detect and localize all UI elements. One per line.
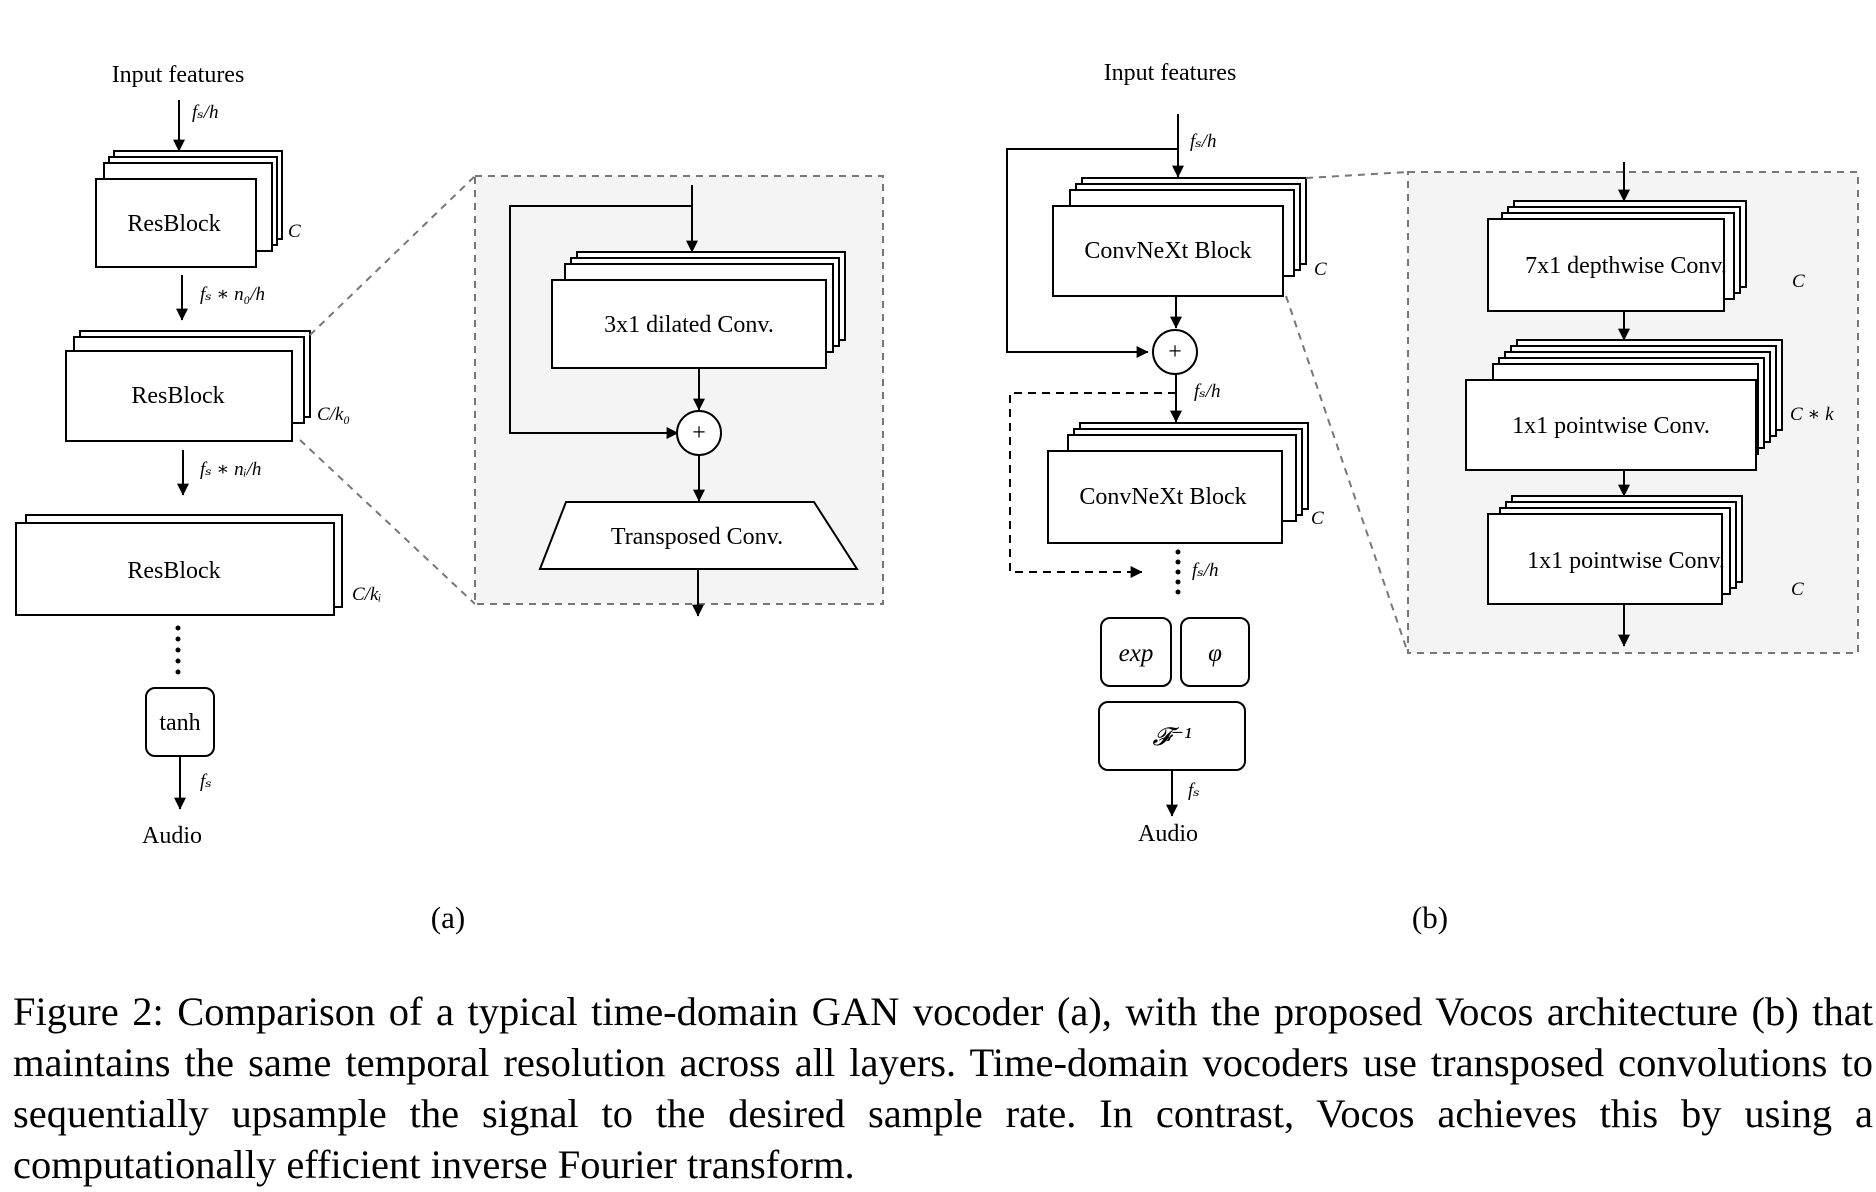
channel-label: C <box>1311 508 1324 529</box>
block-label: ResBlock <box>131 383 224 409</box>
panel-b-sublabel: (b) <box>1412 900 1448 935</box>
panel-a-input-label: Input features <box>112 62 245 88</box>
panel-b: Input features fₛ/h ConvNeXt Block C + f… <box>1006 60 1859 935</box>
sum-symbol: + <box>1168 339 1182 365</box>
figure-caption: Figure 2: Comparison of a typical time-d… <box>13 989 1873 1187</box>
panel-b-input-label: Input features <box>1104 60 1237 86</box>
channel-label: C ∗ k <box>1790 404 1834 425</box>
channel-label: C <box>1791 579 1804 600</box>
panel-a-sublabel: (a) <box>431 900 465 935</box>
repeat-loop <box>1009 392 1176 578</box>
dilated-conv-layer <box>551 279 827 369</box>
depthwise-conv-layer <box>1487 218 1725 312</box>
head-label: exp <box>1119 640 1154 667</box>
rate-label: fₛ <box>1188 780 1200 801</box>
rate-label: fₛ/h <box>1194 381 1220 402</box>
exp-head-box <box>1100 617 1172 687</box>
channel-label: C <box>288 221 301 242</box>
channel-label: C/kᵢ <box>352 584 381 605</box>
rate-label: fₛ <box>200 771 212 792</box>
transposed-conv-layer <box>538 501 859 570</box>
resblock-3: ResBlock <box>15 514 343 616</box>
phase-head-box <box>1180 617 1250 687</box>
convnext-detail: 7x1 depthwise Conv. C 1x1 pointwise Conv… <box>1407 162 1859 654</box>
block-label: ResBlock <box>127 558 220 584</box>
architecture-diagram: Input features fₛ/h ResBlock C fₛ ∗ n₀/h… <box>15 60 1859 935</box>
sum-symbol: + <box>692 420 706 446</box>
resblock-2: ResBlock <box>65 330 311 442</box>
panel-a-output-label: Audio <box>142 823 202 849</box>
pointwise-conv-layer-2 <box>1487 513 1723 605</box>
layer-label: Transposed Conv. <box>611 524 783 550</box>
rate-label: fₛ ∗ n₀/h <box>200 284 265 305</box>
layer-label: 1x1 pointwise Conv. <box>1512 413 1710 439</box>
residual-connection <box>1006 148 1178 358</box>
rate-label: fₛ/h <box>1192 560 1218 581</box>
residual-connection <box>509 205 692 439</box>
resblock-1: ResBlock <box>95 150 283 268</box>
layer-label: 7x1 depthwise Conv. <box>1525 253 1727 279</box>
pointwise-conv-layer-1 <box>1465 379 1757 471</box>
channel-label: C <box>1314 259 1327 280</box>
resblock-detail: 3x1 dilated Conv. + Transposed Conv. <box>474 175 884 617</box>
block-label: ConvNeXt Block <box>1084 238 1251 264</box>
layer-label: 3x1 dilated Conv. <box>604 312 774 338</box>
channel-label: C/k₀ <box>317 404 350 425</box>
rate-label: fₛ/h <box>1190 131 1216 152</box>
channel-label: C <box>1792 271 1805 292</box>
head-label: φ <box>1208 640 1222 667</box>
panel-a: Input features fₛ/h ResBlock C fₛ ∗ n₀/h… <box>15 62 884 935</box>
block-label: ResBlock <box>127 211 220 237</box>
panel-b-output-label: Audio <box>1138 821 1198 847</box>
convnext-block-2: ConvNeXt Block <box>1047 422 1309 544</box>
rate-label: fₛ/h <box>192 102 218 123</box>
layer-label: 1x1 pointwise Conv. <box>1527 548 1725 574</box>
inverse-fourier-label: 𝓕⁻¹ <box>1152 724 1191 751</box>
block-label: ConvNeXt Block <box>1079 484 1246 510</box>
convnext-block-1: ConvNeXt Block <box>1052 177 1307 297</box>
rate-label: fₛ ∗ nᵢ/h <box>200 459 261 480</box>
activation-label: tanh <box>159 710 200 736</box>
